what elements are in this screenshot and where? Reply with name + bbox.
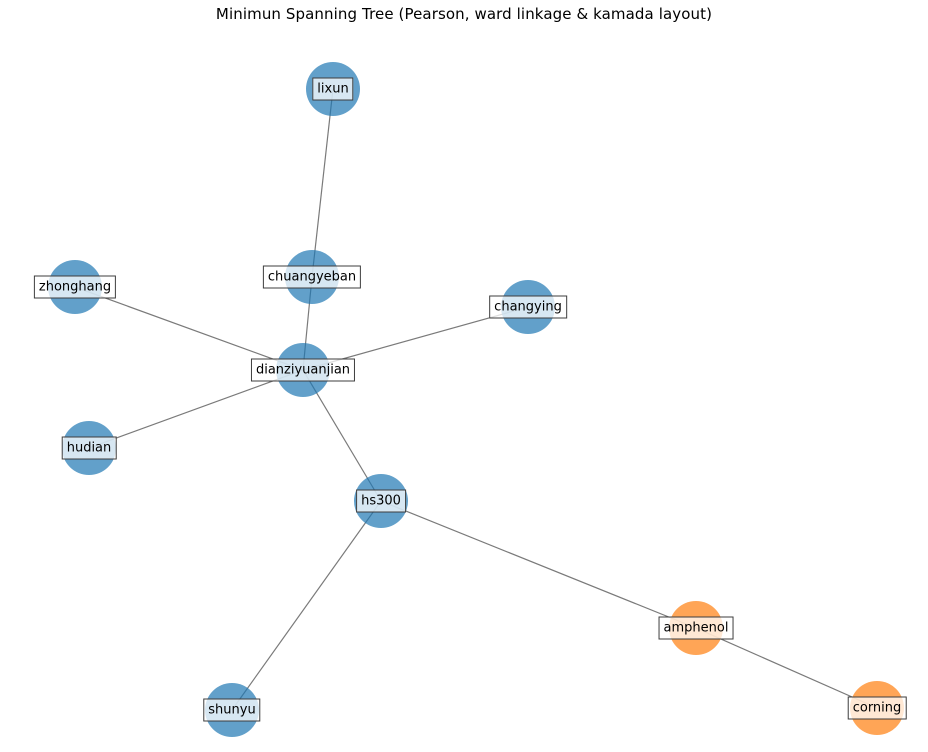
- node-label-chuangyeban: chuangyeban: [262, 265, 362, 289]
- node-label-changying: changying: [489, 295, 567, 319]
- node-label-lixun: lixun: [312, 77, 354, 101]
- node-label-amphenol: amphenol: [658, 616, 734, 640]
- node-label-shunyu: shunyu: [203, 698, 261, 722]
- node-label-hs300: hs300: [356, 489, 406, 513]
- node-label-corning: corning: [847, 696, 907, 720]
- edge-amphenol-corning: [695, 627, 878, 709]
- node-label-zhonghang: zhonghang: [33, 275, 117, 299]
- chart-title: Minimun Spanning Tree (Pearson, ward lin…: [215, 5, 713, 23]
- edge-hs300-shunyu: [231, 500, 382, 711]
- node-label-dianziyuanjian: dianziyuanjian: [250, 358, 356, 382]
- edge-lixun-chuangyeban: [311, 88, 334, 278]
- node-label-hudian: hudian: [61, 436, 117, 460]
- edge-hudian-dianziyuanjian: [88, 369, 304, 449]
- edge-zhonghang-dianziyuanjian: [74, 286, 304, 371]
- edge-hs300-amphenol: [380, 500, 697, 629]
